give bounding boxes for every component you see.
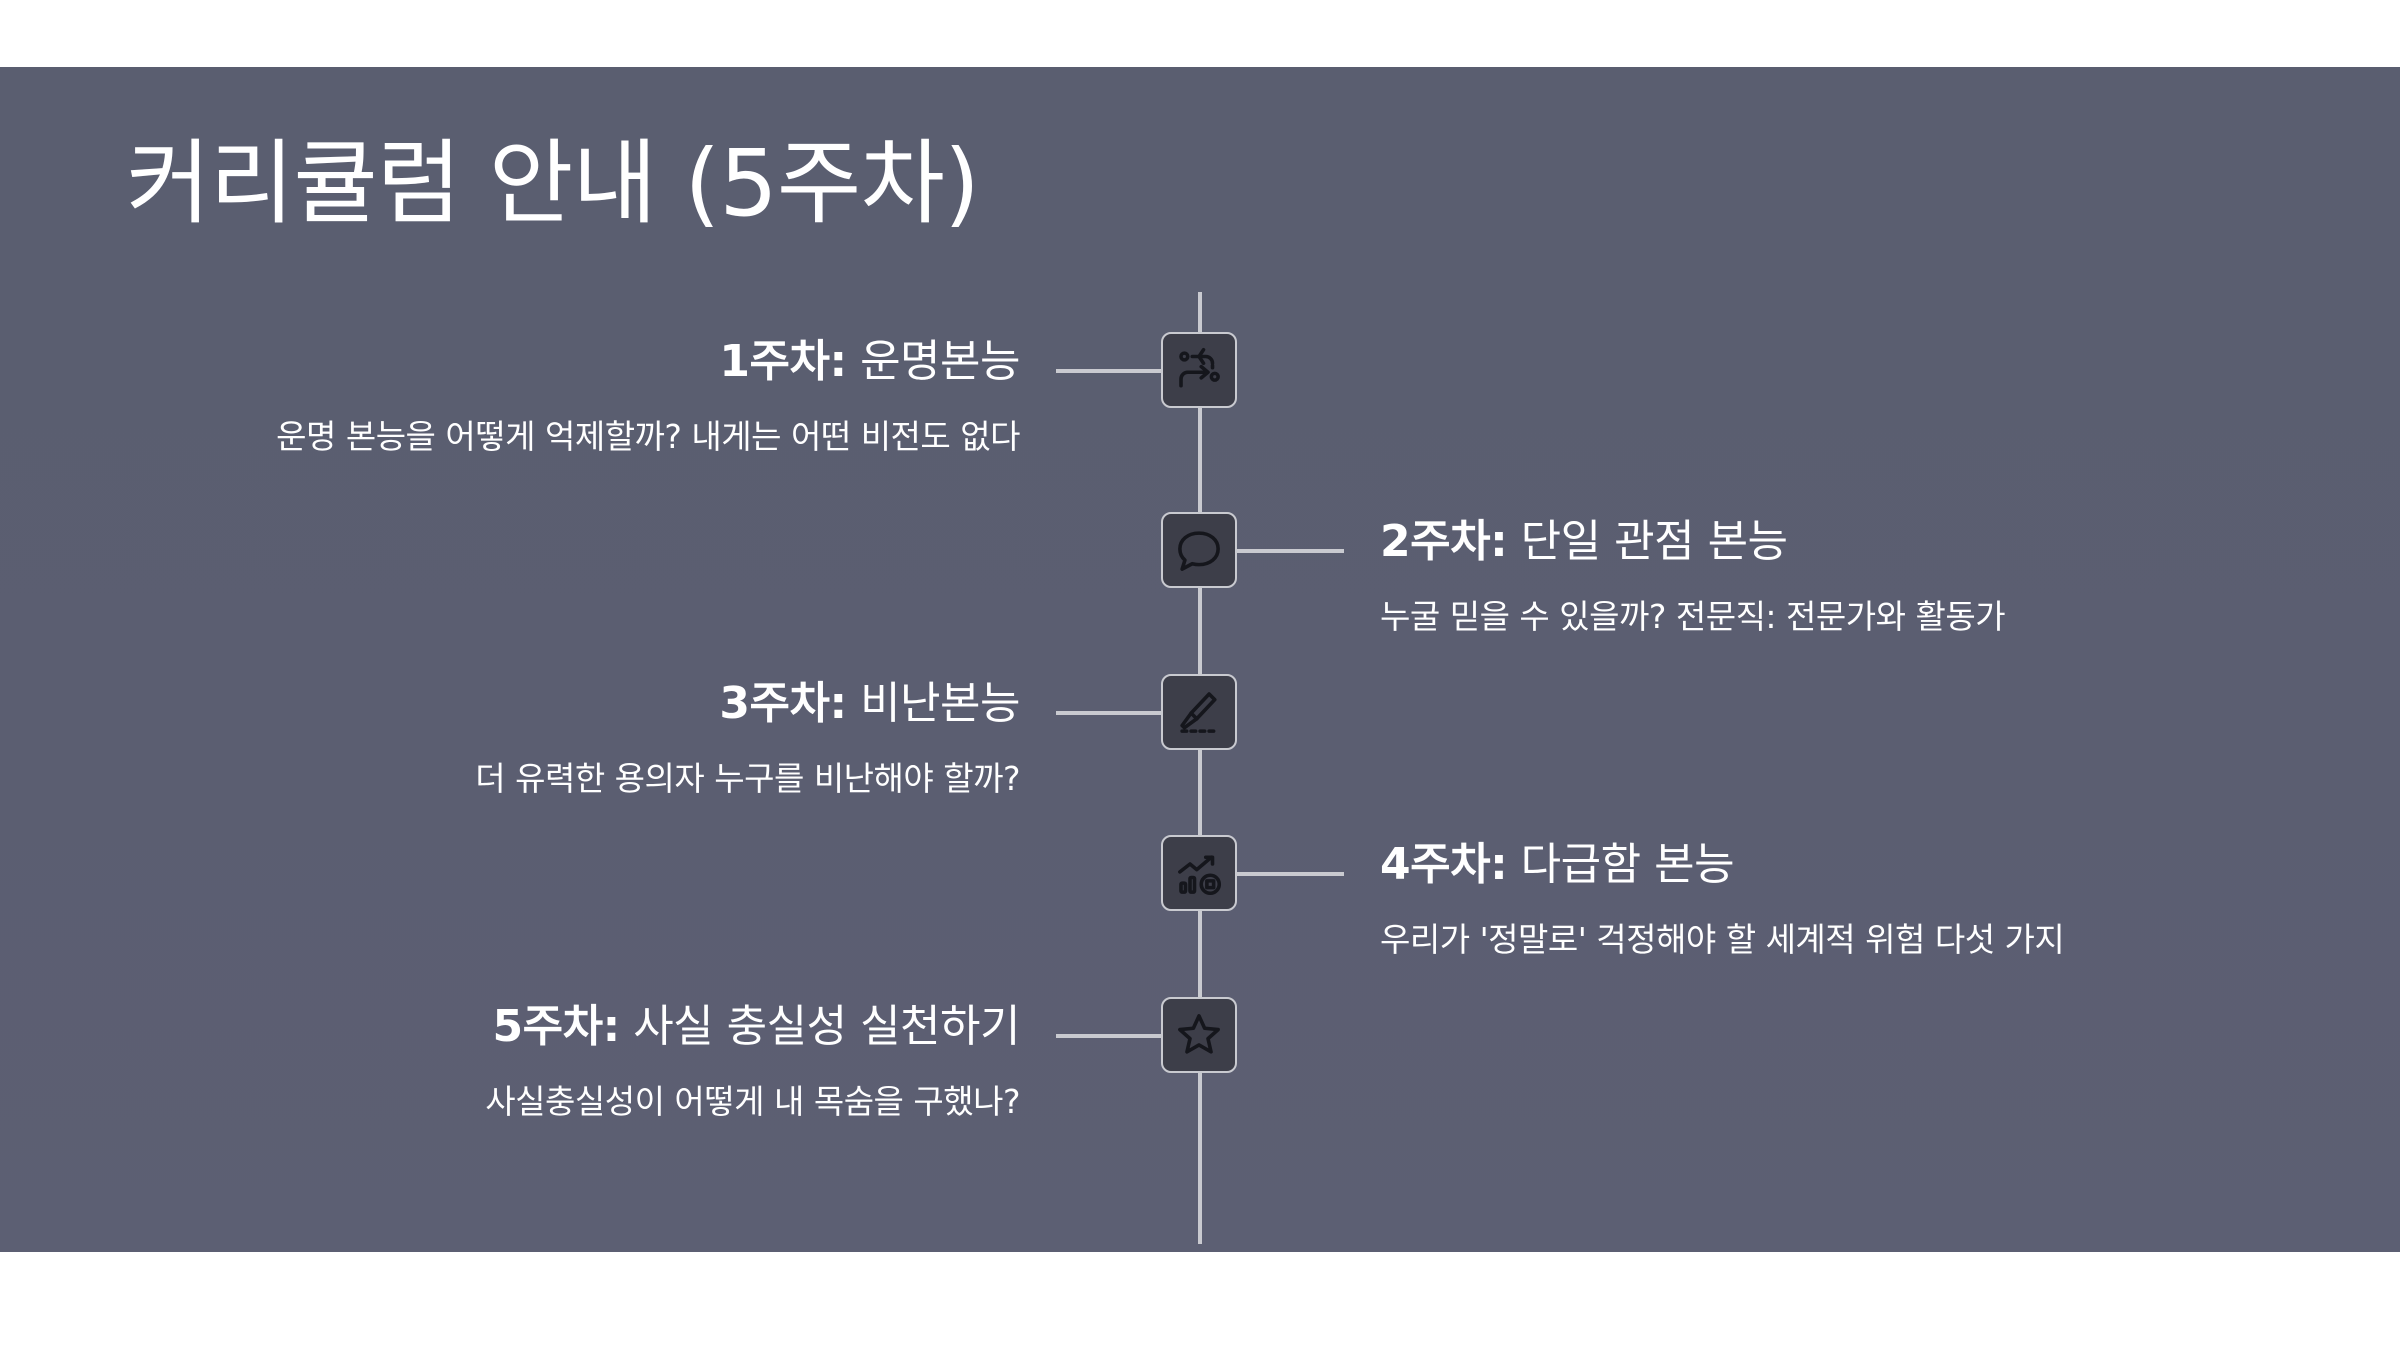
timeline-node-4: [1161, 835, 1237, 911]
item-desc-1: 운명 본능을 어떻게 억제할까? 내게는 어떤 비전도 없다: [276, 417, 1020, 456]
item-week-3: 3주차:: [719, 678, 847, 729]
item-week-1: 1주차:: [719, 336, 847, 387]
item-topic-4: 다급함 본능: [1520, 839, 1735, 890]
connector-1: [1056, 369, 1162, 373]
connector-2: [1236, 549, 1344, 553]
slide: 커리큘럼 안내 (5주차) 1주차: 운명본능 운명 본능을 어떻게 억제할까?…: [0, 67, 2400, 1252]
item-title-4: 4주차: 다급함 본능: [1380, 828, 1735, 892]
item-title-2: 2주차: 단일 관점 본능: [1380, 505, 1788, 569]
item-week-5: 5주차:: [492, 1001, 621, 1052]
item-title-3: 3주차: 비난본능: [719, 667, 1020, 731]
chart-trend-icon: [1178, 855, 1222, 896]
star-icon: [1178, 1014, 1220, 1054]
chat-bubble-icon: [1178, 531, 1220, 571]
item-topic-5: 사실 충실성 실천하기: [633, 1001, 1020, 1052]
item-desc-4: 우리가 '정말로' 걱정해야 할 세계적 위험 다섯 가지: [1380, 920, 2065, 959]
item-desc-2: 누굴 믿을 수 있을까? 전문직: 전문가와 활동가: [1380, 597, 2006, 636]
item-week-4: 4주차:: [1380, 839, 1508, 890]
connector-3: [1056, 711, 1162, 715]
item-title-1: 1주차: 운명본능: [719, 325, 1020, 389]
timeline-line: [1198, 292, 1202, 1244]
item-desc-5: 사실충실성이 어떻게 내 목숨을 구했나?: [485, 1082, 1020, 1121]
item-topic-1: 운명본능: [860, 336, 1020, 387]
item-title-5: 5주차: 사실 충실성 실천하기: [492, 990, 1021, 1054]
connector-4: [1236, 872, 1344, 876]
scalpel-icon: [1180, 692, 1217, 733]
item-topic-3: 비난본능: [860, 678, 1020, 729]
timeline-node-1: [1161, 332, 1237, 408]
timeline-node-2: [1161, 512, 1237, 588]
timeline-node-5: [1161, 997, 1237, 1073]
timeline-node-3: [1161, 674, 1237, 750]
shuffle-icon: [1179, 347, 1220, 388]
item-topic-2: 단일 관점 본능: [1520, 516, 1788, 567]
connector-5: [1056, 1034, 1162, 1038]
item-week-2: 2주차:: [1380, 516, 1508, 567]
page-title: 커리큘럼 안내 (5주차): [126, 130, 980, 237]
item-desc-3: 더 유력한 용의자 누구를 비난해야 할까?: [475, 759, 1020, 798]
